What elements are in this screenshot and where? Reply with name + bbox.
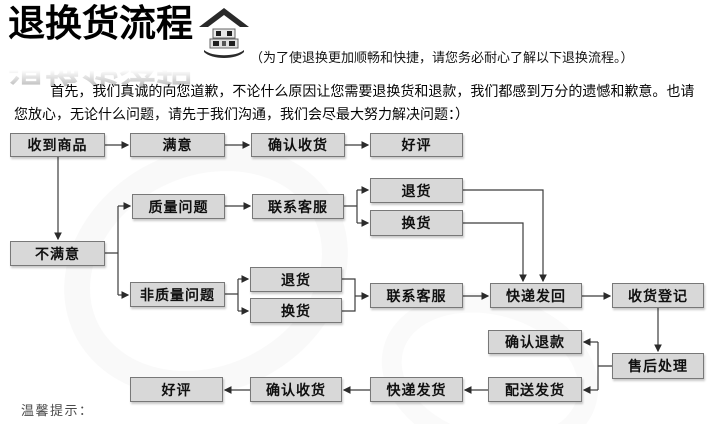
flow-node-confirm-refund: 确认退款 xyxy=(488,330,582,354)
flow-node-contact-service-quality: 联系客服 xyxy=(252,194,344,219)
flow-node-praise-top: 好评 xyxy=(370,133,463,157)
flow-node-dispatch-goods: 配送发货 xyxy=(488,377,582,402)
page-subtitle: （为了使退换更加顺畅和快捷，请您务必耐心了解以下退换流程。） xyxy=(250,50,634,65)
intro-paragraph: 首先，我们真诚的向您道歉，不论什么原因让您需要退换货和退款，我们都感到万分的遗憾… xyxy=(14,83,695,122)
flow-node-after-sale: 售后处理 xyxy=(612,353,704,379)
warm-tip-label: 温馨提示： xyxy=(21,403,94,418)
flow-node-receipt-register: 收货登记 xyxy=(612,283,704,308)
flow-node-return-quality: 退货 xyxy=(370,178,463,203)
flow-node-confirm-receipt-bottom: 确认收货 xyxy=(250,377,342,402)
flow-node-courier-return: 快递发回 xyxy=(490,283,582,308)
flow-node-satisfied: 满意 xyxy=(130,133,225,157)
flow-node-confirm-receipt-top: 确认收货 xyxy=(251,133,345,157)
flow-node-praise-bottom: 好评 xyxy=(130,377,223,402)
house-icon xyxy=(199,8,249,58)
flow-node-non-quality-issue: 非质量问题 xyxy=(130,282,225,307)
flow-node-contact-service-non-quality: 联系客服 xyxy=(370,283,463,308)
flow-node-unsatisfied: 不满意 xyxy=(10,241,105,266)
flow-node-exchange-quality: 换货 xyxy=(370,210,463,236)
page-title: 退换货流程 xyxy=(8,3,193,44)
flow-node-courier-send: 快递发货 xyxy=(370,377,463,402)
flow-node-received: 收到商品 xyxy=(10,133,105,157)
flow-node-quality-issue: 质量问题 xyxy=(132,194,225,219)
flow-node-return-non-quality: 退货 xyxy=(250,267,342,292)
flow-node-exchange-non-quality: 换货 xyxy=(250,298,342,323)
